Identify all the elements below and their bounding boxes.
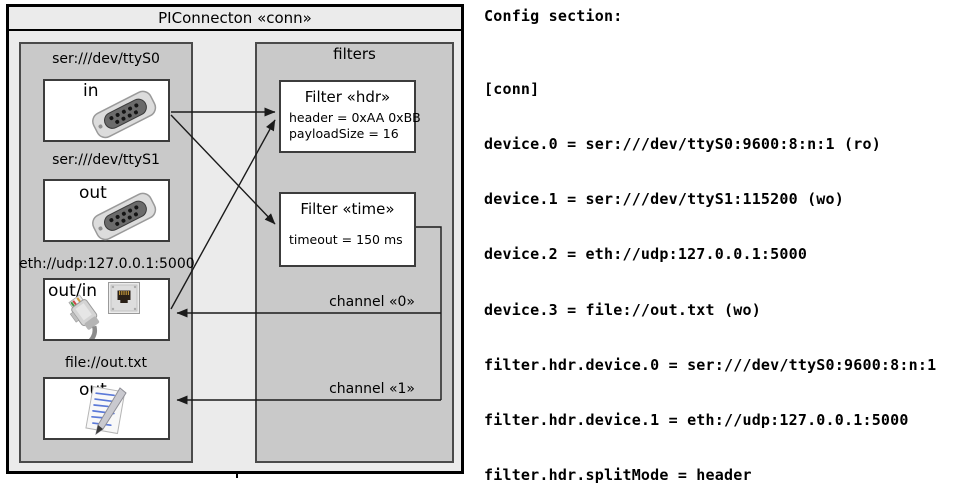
device-mode-label: in bbox=[83, 81, 99, 101]
channel-1-label: channel «1» bbox=[329, 381, 415, 397]
device-mode-label: out/in bbox=[48, 281, 98, 301]
filter-hdr-param-header: header = 0xAA 0xBB bbox=[289, 110, 421, 125]
notepad-icon bbox=[85, 386, 127, 436]
serial-connector-icon bbox=[92, 192, 157, 241]
device-card-ttys0: in bbox=[43, 79, 170, 142]
serial-connector-icon bbox=[92, 90, 157, 139]
device-card-eth: out/in bbox=[43, 278, 170, 341]
device-uri-label-ttys0: ser:///dev/ttyS0 bbox=[52, 51, 160, 67]
title-divider bbox=[9, 29, 461, 31]
config-line: [conn] bbox=[484, 79, 540, 98]
filter-hdr-param-payload: payloadSize = 16 bbox=[289, 126, 399, 141]
filter-time-box: Filter «time» timeout = 150 ms bbox=[279, 192, 416, 267]
filter-hdr-title: Filter «hdr» bbox=[304, 88, 391, 106]
config-line: device.2 = eth://udp:127.0.0.1:5000 bbox=[484, 245, 808, 264]
channel-0-label: channel «0» bbox=[329, 294, 415, 310]
config-line: filter.hdr.splitMode = header bbox=[484, 466, 752, 484]
config-line: device.3 = file://out.txt (wo) bbox=[484, 300, 761, 319]
filters-group-label: filters bbox=[333, 45, 376, 63]
filter-time-param-timeout: timeout = 150 ms bbox=[289, 232, 403, 247]
ethernet-cable-icon bbox=[68, 294, 100, 339]
config-line: device.0 = ser:///dev/ttyS0:9600:8:n:1 (… bbox=[484, 135, 881, 154]
device-card-ttys1: out bbox=[43, 179, 170, 242]
device-uri-label-file: file://out.txt bbox=[64, 355, 148, 371]
config-line: device.1 = ser:///dev/ttyS1:115200 (wo) bbox=[484, 190, 844, 209]
config-line: filter.hdr.device.0 = ser:///dev/ttyS0:9… bbox=[484, 355, 937, 374]
device-uri-label-eth: eth://udp:127.0.0.1:5000 bbox=[19, 256, 195, 272]
diagram-title: PIConnecton «conn» bbox=[158, 9, 312, 27]
ethernet-jack-icon bbox=[108, 282, 140, 314]
device-card-file: out bbox=[43, 377, 170, 440]
device-mode-label: out bbox=[79, 183, 107, 203]
center-tick bbox=[236, 471, 238, 478]
filter-time-title: Filter «time» bbox=[300, 200, 395, 218]
filter-hdr-box: Filter «hdr» header = 0xAA 0xBB payloadS… bbox=[279, 80, 421, 153]
config-section: [conn] device.0 = ser:///dev/ttyS0:9600:… bbox=[484, 43, 946, 484]
config-heading: Config section: bbox=[484, 7, 623, 25]
device-uri-label-ttys1: ser:///dev/ttyS1 bbox=[52, 152, 160, 168]
config-line: filter.hdr.device.1 = eth://udp:127.0.0.… bbox=[484, 411, 909, 430]
